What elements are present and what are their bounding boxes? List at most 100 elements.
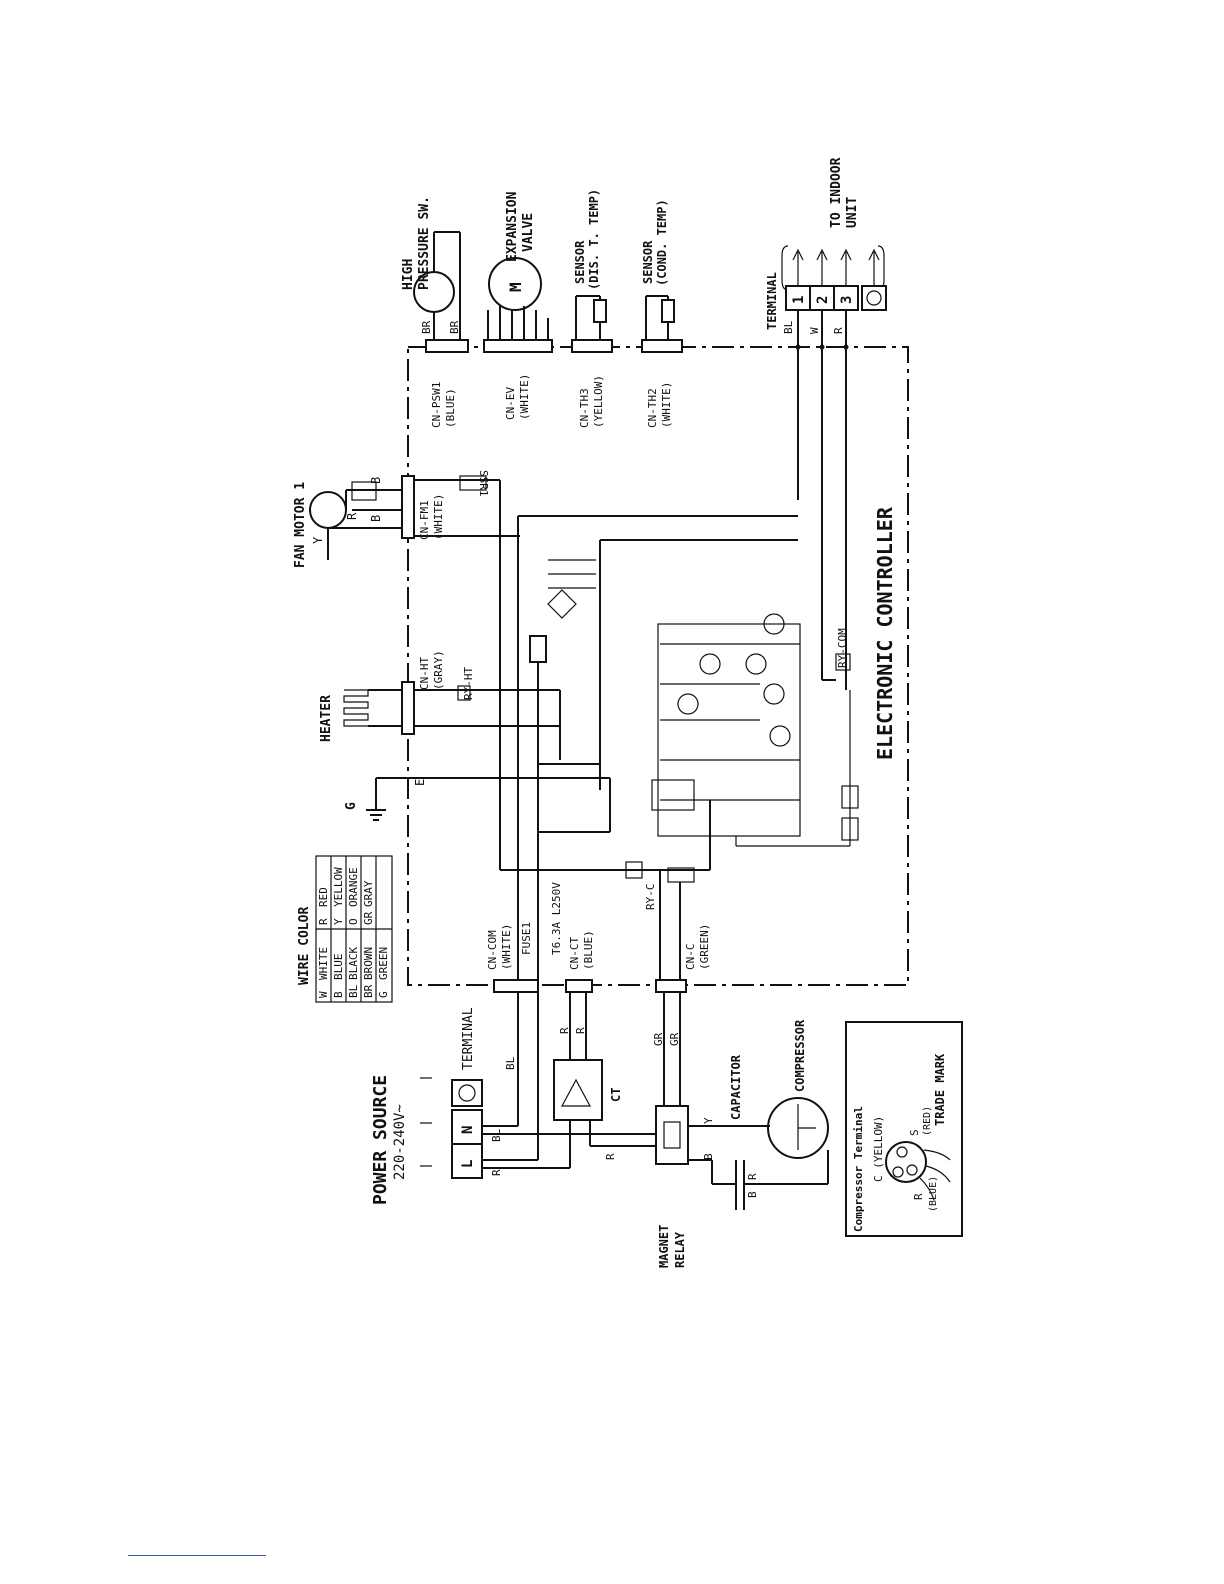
arrow-up-icon — [816, 248, 828, 286]
svg-text:BR: BR — [420, 320, 433, 334]
wire-color-name: BLUE — [332, 954, 345, 981]
expansion-valve: EXPANSION VALVE M CN-EV (WHITE) — [483, 191, 553, 420]
trademark-label: TRADE MARK — [933, 1053, 947, 1126]
fuse-label: FUSE1 — [520, 922, 533, 955]
cn-com-connector — [493, 979, 539, 993]
cn-ht-color: (GRAY) — [432, 650, 445, 690]
transistor-icon — [677, 693, 699, 715]
magnet-relay-label-1: MAGNET — [657, 1225, 671, 1268]
heater-label: HEATER — [319, 695, 334, 742]
arrow-up-icon — [868, 248, 880, 286]
svg-text:Y: Y — [702, 1117, 715, 1124]
cn-com-label: CN-COM — [486, 930, 499, 970]
wire-code: G — [377, 991, 390, 998]
svg-text:R: R — [558, 1027, 571, 1034]
wire-color-table: WIRE COLOR WWHITERREDBBLUEYYELLOWBLBLACK… — [297, 855, 393, 1003]
compressor-terminal-icon — [885, 1141, 927, 1183]
terminal-n: N — [460, 1126, 476, 1134]
wire-color-name: BROWN — [362, 947, 375, 980]
cn-th2-label: CN-TH2 — [646, 388, 659, 428]
svg-text:B: B — [369, 515, 383, 522]
cn-th2-color: (WHITE) — [660, 382, 673, 428]
cn-th3-color: (YELLOW) — [592, 375, 605, 428]
cn-ct-connector — [565, 979, 593, 993]
fan-motor-label: FAN MOTOR 1 — [293, 482, 308, 568]
svg-text:R: R — [574, 1027, 587, 1034]
svg-text:R: R — [746, 1173, 759, 1180]
cn-fm1-connector — [401, 475, 415, 539]
fan-motor: FAN MOTOR 1 B R B Y CN-FM1 (WHITE) SSR1 — [293, 470, 490, 568]
pressure-switch-icon — [413, 271, 455, 313]
transistor-icon — [769, 725, 791, 747]
sensor-cond-label-1: SENSOR — [641, 240, 655, 284]
controller-internal-wiring: RY-COM RY-C — [408, 479, 859, 985]
lower-wiring: BL BL R R R CT R GR GR MAGNET RELAY Y B … — [482, 992, 829, 1268]
cn-th3-label: CN-TH3 — [578, 388, 591, 428]
svg-text:BR: BR — [448, 320, 461, 334]
arrow-up-icon — [792, 248, 804, 286]
wire-color-title: WIRE COLOR — [297, 907, 312, 985]
cn-ev-label: CN-EV — [504, 387, 517, 420]
cn-ht-connector — [401, 681, 415, 735]
indoor-terminal-label: TERMINAL — [765, 272, 779, 330]
ry-ht-icon — [457, 685, 471, 701]
high-pressure-label-2: PRESSURE SW. — [417, 196, 432, 290]
ground-symbol-icon — [458, 1084, 476, 1102]
cn-th3-connector — [571, 339, 613, 353]
wire-code: GR — [362, 911, 375, 925]
svg-text:B: B — [369, 477, 383, 484]
cn-c-label: CN-C — [684, 944, 697, 971]
thermistor-icon — [593, 299, 607, 323]
wire-color-name: GRAY — [362, 880, 375, 907]
indoor-terminal-1: 1 — [791, 296, 807, 304]
footer-line — [128, 1555, 266, 1556]
ground: G E — [344, 777, 427, 821]
expansion-label-1: EXPANSION — [505, 191, 520, 262]
cn-c-color: (GREEN) — [698, 924, 711, 970]
wire-color-name: WHITE — [317, 947, 330, 980]
terminal-s-label: S — [908, 1129, 921, 1136]
ry-ht-label: RY-HT — [462, 667, 475, 700]
svg-text:W: W — [808, 327, 821, 334]
cn-psw1-connector — [425, 339, 469, 353]
ct-label: CT — [609, 1088, 623, 1102]
indoor-terminal-3: 3 — [839, 296, 855, 304]
wire-color-name: GREEN — [377, 947, 390, 980]
wire-code: O — [347, 918, 360, 925]
cn-psw1-label: CN-PSW1 — [430, 382, 443, 428]
wire-code: BR — [362, 984, 375, 998]
terminal-c-label: C (YELLOW) — [872, 1116, 885, 1182]
terminal-s-color: (RED) — [922, 1106, 933, 1136]
cn-fm1-label: CN-FM1 — [418, 500, 431, 540]
cn-ev-connector — [483, 339, 553, 353]
compressor-terminal-title: Compressor Terminal — [852, 1106, 865, 1232]
svg-text:BL: BL — [782, 320, 795, 334]
sensor-cond: SENSOR (COND. TEMP) CN-TH2 (WHITE) — [641, 199, 683, 428]
cn-psw1-color: (BLUE) — [444, 388, 457, 428]
svg-text:BL: BL — [504, 1056, 517, 1070]
regulator-icon — [651, 779, 695, 811]
sensor-dis-label-1: SENSOR — [573, 240, 587, 284]
svg-text:B: B — [702, 1153, 715, 1160]
magnet-relay-icon — [655, 1105, 689, 1165]
cn-com-color: (WHITE) — [500, 924, 513, 970]
transistor-icon — [745, 653, 767, 675]
wire-code: W — [317, 991, 330, 998]
ry-c-icon — [625, 861, 643, 879]
cn-c: CN-C (GREEN) — [655, 924, 711, 993]
compressor-label: COMPRESSOR — [793, 1019, 807, 1092]
wire-code: BL — [347, 984, 360, 998]
cn-ev-color: (WHITE) — [518, 374, 531, 420]
sensor-dis: SENSOR (DIS. T. TEMP) CN-TH3 (YELLOW) — [571, 189, 613, 428]
wire-color-name: BLACK — [347, 947, 360, 980]
arrow-up-icon — [840, 248, 852, 286]
indoor-ground-icon — [866, 290, 882, 306]
bridge-rectifier-icon — [547, 589, 577, 619]
wire-color-name: RED — [317, 887, 330, 907]
compressor-icon — [767, 1097, 829, 1159]
transistor-icon — [763, 683, 785, 705]
terminal-r-color: (BLUE) — [928, 1176, 939, 1212]
high-pressure-label-1: HIGH — [401, 259, 416, 290]
svg-text:R: R — [832, 327, 845, 334]
